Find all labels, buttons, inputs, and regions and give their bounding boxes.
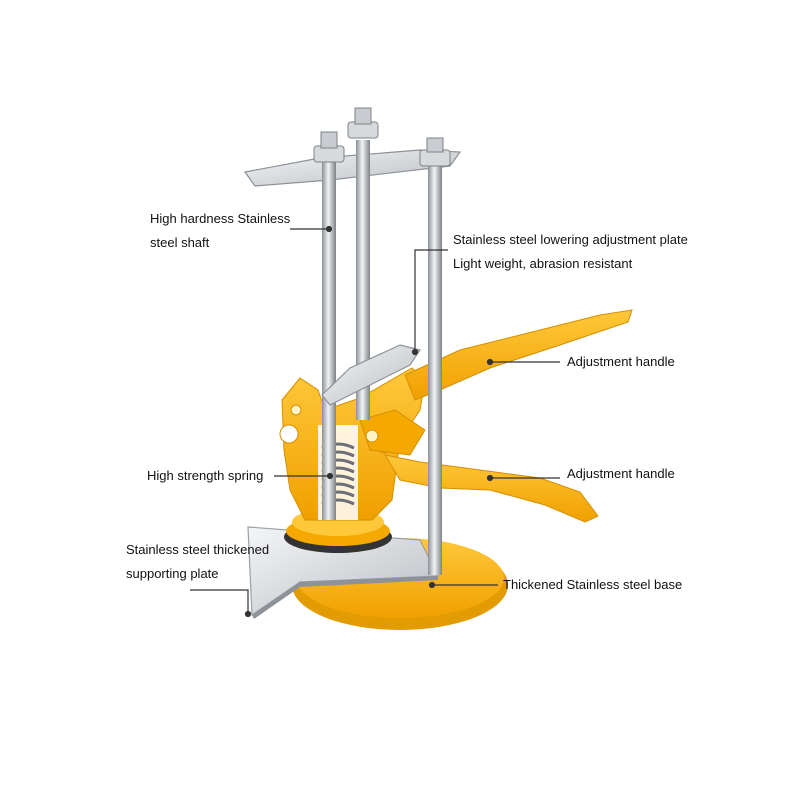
label-handle-lower: Adjustment handle (567, 466, 675, 481)
label-shaft-line1: High hardness Stainless (150, 211, 291, 226)
label-support-plate-line1: Stainless steel thickened (126, 542, 270, 557)
label-handle-upper: Adjustment handle (567, 354, 675, 369)
supporting-plate-edge (252, 576, 438, 619)
steel-shaft-middle (356, 140, 370, 420)
steel-shaft-right (428, 155, 442, 575)
lowering-adjustment-plate (321, 344, 421, 406)
label-shaft-line2: steel shaft (150, 235, 210, 250)
label-support-plate: Stainless steel thickened supporting pla… (126, 538, 269, 586)
label-support-plate-line2: supporting plate (126, 566, 219, 581)
label-base: Thickened Stainless steel base (503, 577, 683, 592)
label-spring: High strength spring (147, 468, 264, 483)
label-shaft: High hardness Stainless steel shaft (150, 207, 290, 255)
label-lowering-plate: Stainless steel lowering adjustment plat… (453, 228, 688, 276)
nut-middle (347, 107, 379, 139)
leader-lines (190, 225, 560, 618)
nut-right (419, 137, 451, 167)
label-lowering-plate-line2: Light weight, abrasion resistant (453, 256, 633, 271)
steel-shaft-left (322, 160, 336, 520)
handle-linkage (359, 409, 426, 456)
nut-left (313, 131, 345, 163)
label-lowering-plate-line1: Stainless steel lowering adjustment plat… (453, 232, 688, 247)
